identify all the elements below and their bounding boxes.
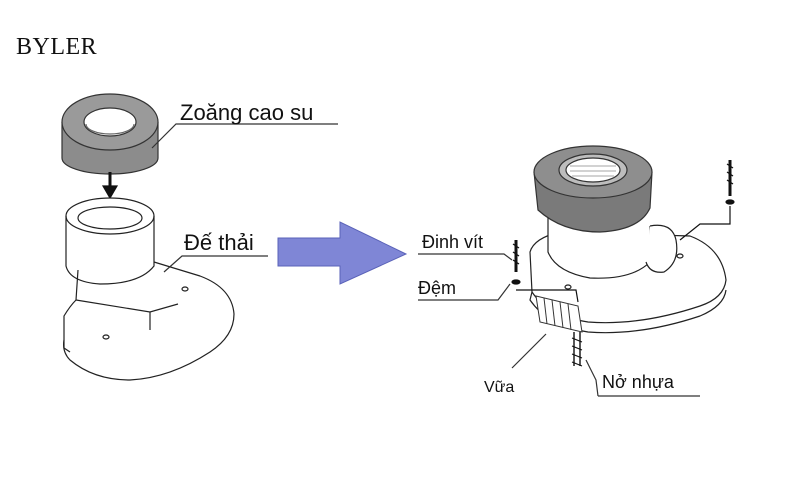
mortar-label: Vữa <box>484 379 514 396</box>
rubber-gasket-label: Zoăng cao su <box>180 100 313 125</box>
screw-right-icon <box>679 160 735 241</box>
plastic-anchor-label: Nở nhựa <box>602 372 675 392</box>
rubber-gasket-left <box>61 93 159 175</box>
big-right-arrow-icon <box>277 221 408 285</box>
mortar-hatch <box>535 295 583 333</box>
washer-label: Đệm <box>418 278 456 298</box>
drain-base-label: Đế thải <box>184 230 254 255</box>
drain-base-left <box>63 197 235 381</box>
down-arrow-icon <box>101 172 119 200</box>
right-assembly <box>418 145 735 397</box>
rubber-gasket-right <box>533 145 653 233</box>
brand-logo-text: BYLER <box>16 34 98 60</box>
screw-label: Đinh vít <box>422 232 483 252</box>
screw-left-icon <box>511 240 579 303</box>
left-assembly <box>61 93 338 381</box>
plastic-anchor-icon <box>571 332 583 367</box>
